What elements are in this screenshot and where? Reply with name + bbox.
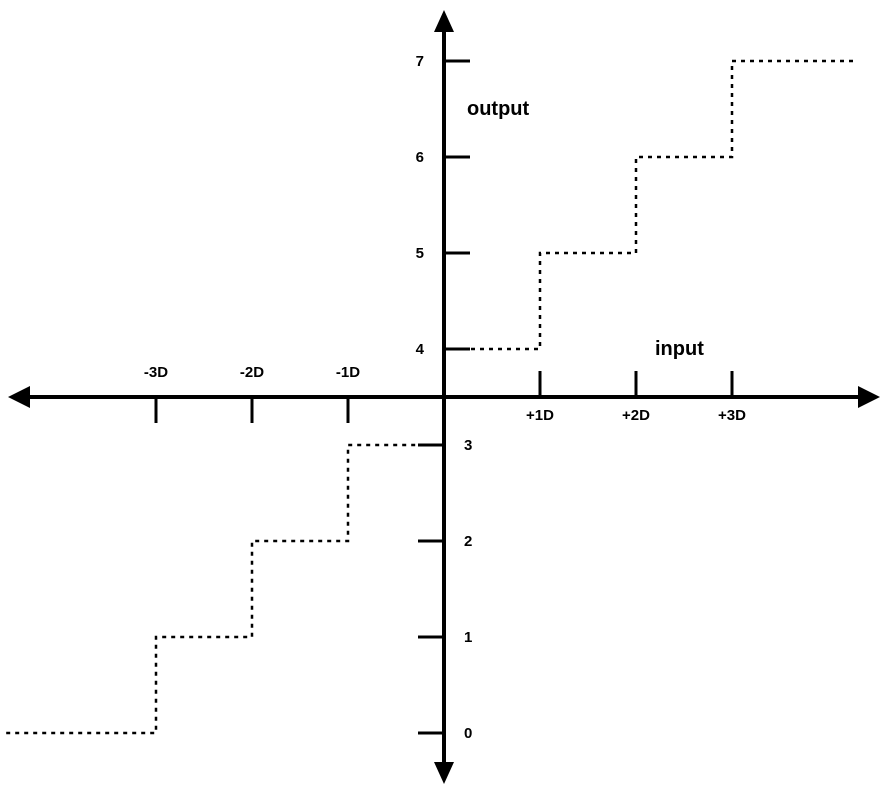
x-tick-label-pos-2: +2D bbox=[622, 407, 650, 424]
x-tick-label-pos-3: +3D bbox=[718, 407, 746, 424]
staircase-lower bbox=[2, 443, 416, 735]
staircase-upper bbox=[444, 59, 857, 351]
y-tick-label-lower-1: 1 bbox=[464, 629, 472, 646]
y-tick-label-upper-6: 6 bbox=[416, 149, 424, 166]
y-tick-label-upper-5: 5 bbox=[416, 245, 424, 262]
staircase bbox=[2, 59, 857, 735]
y-tick-label-lower-0: 0 bbox=[464, 725, 472, 742]
x-axis-right-arrow bbox=[858, 386, 880, 408]
x-tick-label-pos-1: +1D bbox=[526, 407, 554, 424]
x-axis-title: input bbox=[655, 338, 704, 360]
x-tick-label-neg-3: -3D bbox=[144, 364, 168, 381]
y-tick-label-upper-7: 7 bbox=[416, 53, 424, 70]
y-tick-label-lower-3: 3 bbox=[464, 437, 472, 454]
x-tick-label-neg-2: -2D bbox=[240, 364, 264, 381]
y-tick-label-lower-2: 2 bbox=[464, 533, 472, 550]
x-tick-label-neg-1: -1D bbox=[336, 364, 360, 381]
x-axis-left-arrow bbox=[8, 386, 30, 408]
y-axis-title: output bbox=[467, 98, 530, 120]
axes bbox=[8, 10, 880, 784]
y-tick-label-upper-4: 4 bbox=[416, 341, 425, 358]
y-axis-top-arrow bbox=[434, 10, 454, 32]
ticks: +1D +2D +3D -1D -2D -3D 4 5 6 7 3 2 1 0 bbox=[144, 53, 746, 742]
y-axis-bottom-arrow bbox=[434, 762, 454, 784]
